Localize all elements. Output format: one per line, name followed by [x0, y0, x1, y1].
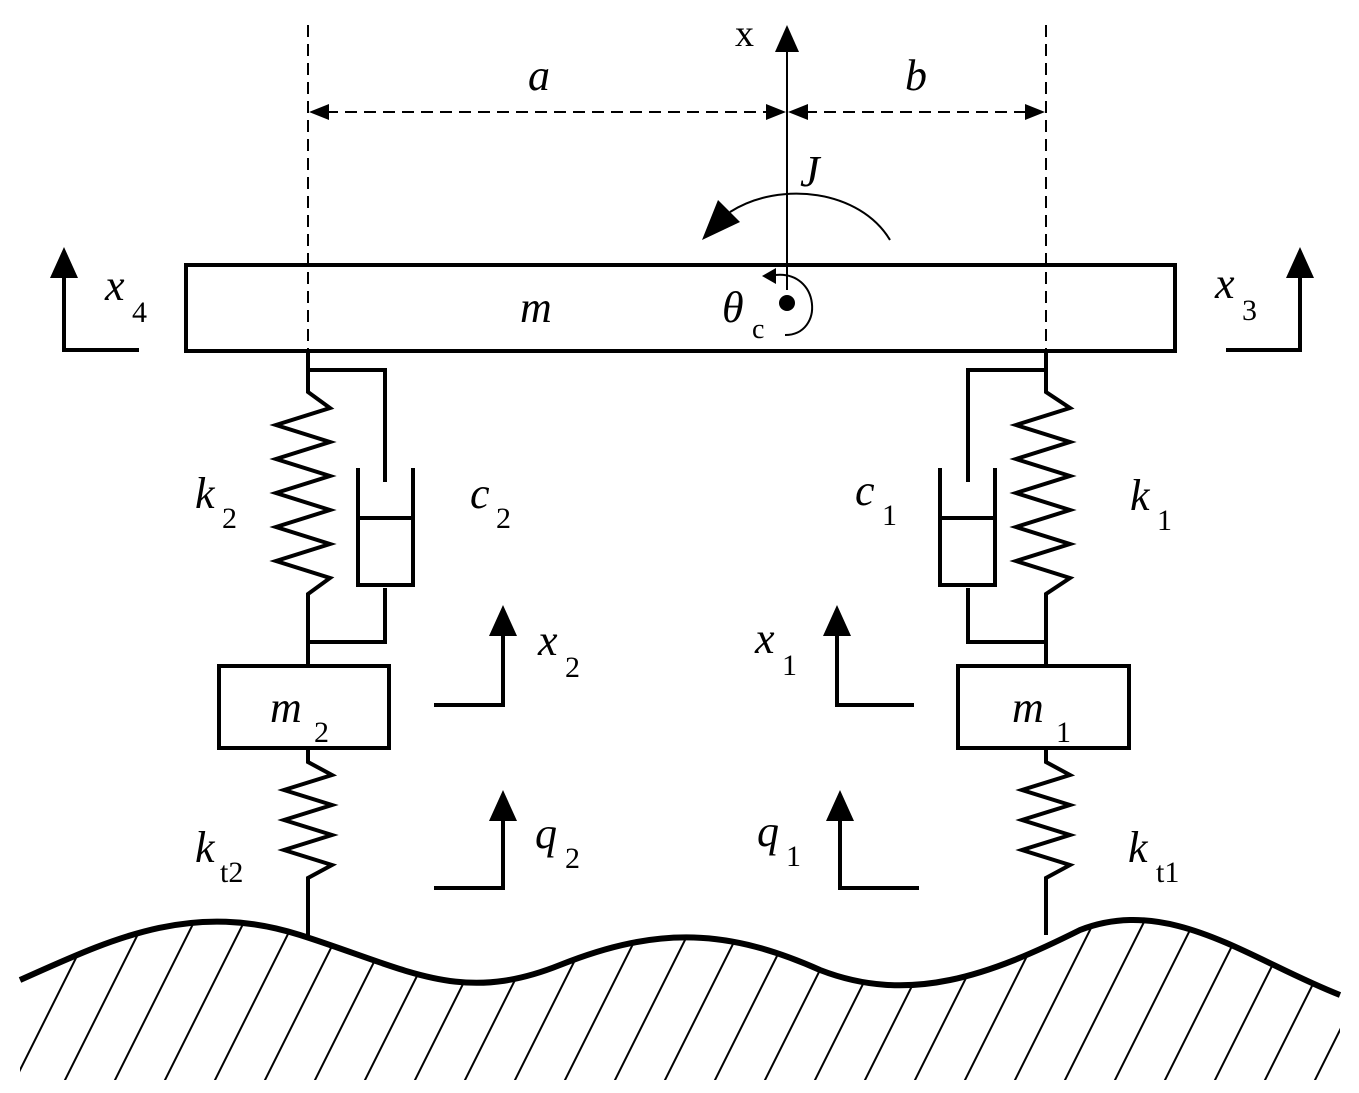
c2-subscript: 2 [496, 502, 511, 535]
dimension-a-right-arrow [766, 104, 786, 120]
kt1-label: k [1128, 823, 1149, 872]
dimension-b-right-arrow [1025, 104, 1045, 120]
k1-subscript: 1 [1157, 504, 1172, 537]
kt2-subscript: t2 [220, 856, 243, 889]
dimension-a-left-arrow [309, 104, 329, 120]
front-suspension-spring [1009, 368, 1077, 644]
m2-subscript: 2 [314, 716, 329, 749]
x1-label: x [754, 614, 775, 663]
front-damper-lower-rod [966, 588, 1048, 667]
x2-displacement-bracket [434, 628, 505, 707]
m2-label: m [270, 683, 302, 732]
rear-unsprung-mass [217, 664, 391, 750]
front-damper-piston [938, 516, 997, 587]
pitch-angle-arrowhead [762, 268, 776, 284]
x-axis-label: x [735, 13, 754, 55]
c1-subscript: 1 [882, 499, 897, 532]
k2-label: k [195, 469, 216, 518]
kt1-subscript: t1 [1156, 856, 1179, 889]
pitch-angle-label: θ [722, 283, 744, 332]
x2-label: x [537, 616, 558, 665]
dimension-b-label: b [905, 51, 927, 100]
m1-label: m [1012, 683, 1044, 732]
k2-subscript: 2 [222, 502, 237, 535]
pitch-inertia-arrowhead [702, 200, 740, 240]
rear-tire-spring [277, 748, 339, 935]
rear-suspension-spring [269, 368, 337, 644]
dimension-b-left-arrow [788, 104, 808, 120]
front-unsprung-mass [956, 664, 1131, 750]
x4-subscript: 4 [132, 296, 147, 329]
q2-subscript: 2 [565, 842, 580, 875]
x3-displacement-bracket [1226, 273, 1302, 352]
q1-label: q [757, 807, 779, 856]
c1-label: c [855, 466, 875, 515]
m1-subscript: 1 [1056, 716, 1071, 749]
road-profile-curve [18, 917, 1342, 998]
front-damper-upper-rod [966, 350, 1048, 482]
x4-label: x [104, 261, 125, 310]
x3-subscript: 3 [1242, 294, 1257, 327]
x2-subscript: 2 [565, 651, 580, 684]
q1-displacement-bracket [838, 813, 919, 890]
inertia-label: J [800, 147, 822, 196]
q2-label: q [535, 809, 557, 858]
x3-label: x [1214, 259, 1235, 308]
q2-displacement-bracket [434, 813, 505, 890]
pitch-inertia-arc [729, 192, 891, 241]
x2-arrowhead [489, 605, 517, 636]
rear-damper-upper-rod [306, 350, 387, 482]
q1-subscript: 1 [786, 840, 801, 873]
rear-damper-lower-rod [306, 588, 387, 667]
x1-displacement-bracket [835, 628, 914, 707]
sprung-mass-body [184, 263, 1177, 353]
x3-arrowhead [1286, 247, 1314, 278]
rear-damper-piston [356, 516, 415, 587]
x4-displacement-bracket [62, 273, 139, 352]
front-damper-cylinder [938, 468, 997, 587]
x1-arrowhead [823, 605, 851, 636]
x4-arrowhead [50, 247, 78, 278]
rear-damper-cylinder [356, 468, 415, 587]
c2-label: c [470, 469, 490, 518]
pitch-angle-arc [774, 273, 814, 336]
front-tire-spring [1015, 748, 1077, 935]
x1-subscript: 1 [782, 649, 797, 682]
sprung-mass-label: m [520, 283, 552, 332]
q2-arrowhead [489, 790, 517, 821]
dimension-a-label: a [528, 51, 550, 100]
k1-label: k [1130, 471, 1151, 520]
kt2-label: k [195, 823, 216, 872]
center-of-mass-dot [779, 295, 795, 311]
x-axis-arrowhead [775, 25, 799, 52]
pitch-angle-subscript: c [752, 314, 764, 345]
q1-arrowhead [826, 790, 854, 821]
